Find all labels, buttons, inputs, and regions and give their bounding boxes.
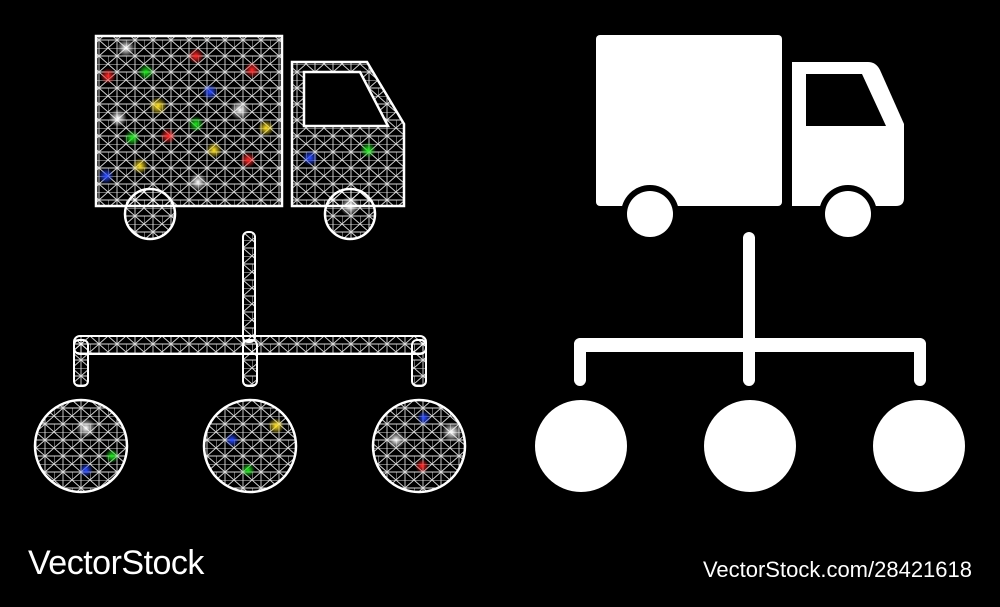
solid-drop-right xyxy=(914,338,926,386)
watermark-brand: VectorStock xyxy=(28,544,204,582)
solid-node-mid xyxy=(704,400,796,492)
solid-node-right xyxy=(873,400,965,492)
mesh-stem xyxy=(242,231,256,343)
sparks xyxy=(76,39,462,477)
solid-truck-hierarchy-icon xyxy=(535,35,965,492)
solid-branch xyxy=(574,338,926,352)
solid-cargo-box xyxy=(596,35,782,206)
solid-drop-left xyxy=(574,338,586,386)
mesh-node-left xyxy=(33,398,129,494)
mesh-cab-window xyxy=(302,70,391,128)
mesh-wheel-rear xyxy=(123,187,177,241)
solid-node-left xyxy=(535,400,627,492)
mesh-node-right xyxy=(371,398,467,494)
solid-stem xyxy=(743,232,755,386)
mesh-drop-mid xyxy=(242,339,258,387)
mesh-drop-left xyxy=(73,339,89,387)
mesh-truck-hierarchy-icon xyxy=(33,34,467,494)
mesh-node-mid xyxy=(202,398,298,494)
mesh-drop-right xyxy=(411,339,427,387)
solid-cab-window xyxy=(806,74,886,126)
watermark-stock-id: VectorStock.com/28421618 xyxy=(702,557,972,582)
